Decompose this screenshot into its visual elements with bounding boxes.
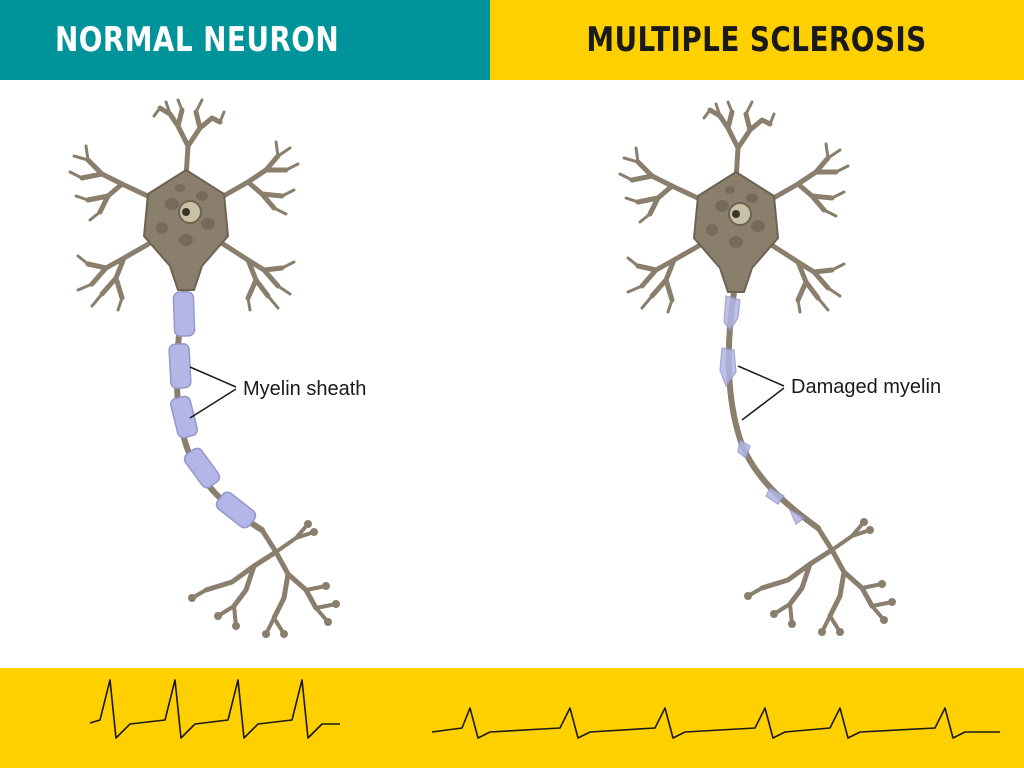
myelin-segment: [215, 491, 257, 529]
ms-signal-waveform: [431, 707, 1000, 739]
footer-signal-band: [0, 668, 1024, 768]
myelin-fragment: [719, 347, 737, 388]
label-damaged-myelin: Damaged myelin: [791, 376, 942, 398]
myelin-fragment: [737, 439, 751, 459]
myelin-fragment: [765, 487, 785, 505]
title-normal-neuron: NORMAL NEURON: [55, 20, 340, 60]
label-myelin-sheath: Myelin sheath: [243, 378, 367, 400]
myelin-sheath-pointer: [189, 366, 237, 419]
ms-axon-terminal: [744, 518, 896, 636]
normal-myelin-segments: [168, 291, 257, 529]
damaged-myelin-pointer: [737, 365, 785, 421]
ms-soma: [693, 171, 779, 293]
myelin-fragment: [723, 295, 741, 332]
normal-soma: [143, 169, 229, 291]
myelin-fragment: [788, 508, 806, 525]
myelin-segment: [183, 447, 221, 489]
neuron-diagram: [0, 80, 1024, 668]
normal-signal-waveform: [89, 679, 340, 739]
header-multiple-sclerosis: MULTIPLE SCLEROSIS: [490, 0, 1024, 80]
signal-waveforms: [89, 679, 1000, 739]
title-multiple-sclerosis: MULTIPLE SCLEROSIS: [586, 20, 928, 60]
normal-axon-terminal: [188, 520, 340, 638]
header-normal-neuron: NORMAL NEURON: [0, 0, 490, 80]
myelin-segment: [168, 343, 192, 389]
ms-neuron: [620, 102, 896, 636]
normal-neuron: [70, 100, 340, 638]
myelin-segment: [169, 395, 199, 439]
myelin-segment: [172, 291, 196, 337]
ms-damaged-myelin-fragments: [719, 295, 806, 525]
